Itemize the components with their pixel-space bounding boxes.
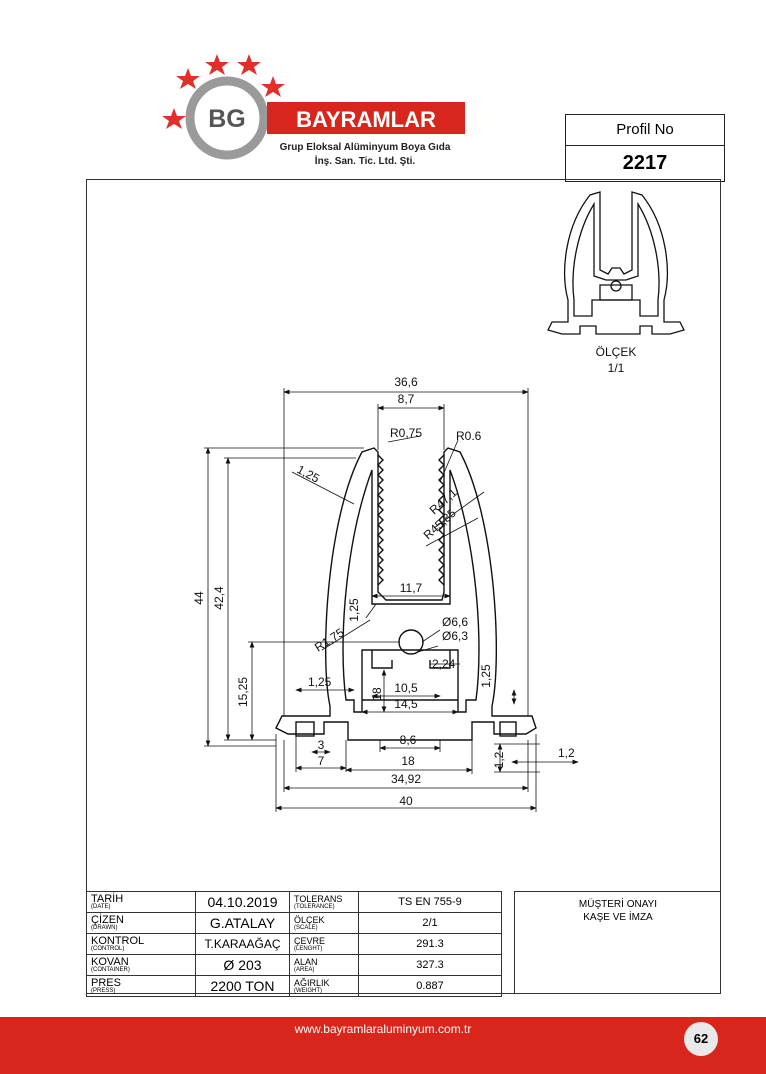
dim-15-25: 15,25 [236,677,250,707]
title-block-row: KONTROL(CONTROL) T.KARAAĞAÇ ÇEVRE(LENGHT… [86,933,502,955]
profile-section [275,447,537,741]
dim-18-horizontal: 18 [401,754,415,768]
dim-1-25-b: 1,25 [347,598,361,622]
row-key-sub: (CONTROL) [91,945,125,952]
row-key-2-sub: (WEIGHT) [294,987,322,994]
dim-1-2-vertical: 1,2 [492,751,506,768]
row-key-2: TOLERANS [294,893,343,904]
profile-number: 2217 [622,152,668,174]
approval-line-1: MÜŞTERİ ONAYI [578,899,658,910]
profile-thumbnail [547,191,685,335]
row-key-2-sub: (TOLERANCE) [294,903,335,910]
star-icon [162,54,285,129]
dimension-labels: 36,6 8,7 R0,75 R0.6 1,25 R47,1 R45,85 44… [192,375,575,808]
row-key-sub: (DATE) [91,903,111,910]
website-link[interactable]: www.bayramlaraluminyum.com.tr [294,1022,472,1036]
dim-r-0-75: R0,75 [390,426,422,440]
dim-phi-6-6: Ø6,6 [442,615,468,629]
row-value: 2200 TON [195,975,290,997]
dim-7: 7 [318,754,325,768]
logo-initials: BG [208,105,246,133]
dim-1-25-c: 1,25 [308,675,332,689]
title-block-row: KOVAN(CONTAINER) Ø 203 ALAN(AREA) 327.3 [86,954,502,976]
dim-14-5: 14,5 [394,697,418,711]
dimension-lines [204,388,579,812]
dim-1-2-horizontal: 1,2 [558,746,575,760]
title-block-row: PRES(PRESS) 2200 TON AĞIRLIK(WEIGHT) 0.8… [86,975,502,997]
dim-3: 3 [318,738,325,752]
company-logo: BG BAYRAMLAR Grup Eloksal Alüminyum Boya… [162,54,465,167]
row-value-2: TS EN 755-9 [358,891,502,913]
dim-44: 44 [192,591,206,605]
brand-name: BAYRAMLAR [296,107,436,132]
dim-8-7: 8,7 [398,392,415,406]
row-value-2: 291.3 [358,933,502,955]
row-value: 04.10.2019 [195,891,290,913]
dim-1-25-a: 1,25 [295,462,322,485]
brand-tagline-1: Grup Eloksal Alüminyum Boya Gıda [280,142,451,153]
dim-r-1-75: R1,75 [312,625,347,654]
scale-note-label: ÖLÇEK [596,345,637,359]
profile-label: Profil No [566,115,724,146]
row-key-2: ALAN [294,956,318,967]
dim-2-24: 2,24 [432,657,456,671]
title-block-row: TARİH(DATE) 04.10.2019 TOLERANS(TOLERANC… [86,891,502,913]
brand-banner [267,102,465,134]
dim-10-5: 10,5 [394,681,418,695]
dim-40: 40 [399,794,413,808]
row-key: PRES [91,976,121,989]
row-key-sub: (PRESS) [91,987,116,994]
row-key-2: ÖLÇEK [294,914,325,925]
dim-r-0-6: R0.6 [456,429,482,443]
row-key-2-sub: (AREA) [294,966,315,973]
dim-42-4: 42,4 [212,586,226,610]
dim-11-7: 11,7 [400,581,423,595]
dim-8-6: 8,6 [400,733,417,747]
row-key-2: ÇEVRE [294,935,326,946]
approval-line-2: KAŞE VE İMZA [583,912,653,923]
page-number: 62 [684,1022,718,1056]
brand-tagline-2: İnş. San. Tic. Ltd. Şti. [315,154,416,167]
row-key-sub: (CONTAINER) [91,966,130,973]
row-key-2-sub: (LENGHT) [294,945,323,952]
row-key-2: AĞIRLIK [294,977,330,988]
dim-18-vertical: 18 [370,687,384,701]
row-value-2: 2/1 [358,912,502,934]
profile-number-box: Profil No 2217 [565,114,725,182]
row-key: KONTROL [91,934,145,947]
row-value-2: 0.887 [358,975,502,997]
dim-36-6: 36,6 [394,375,418,389]
row-key: TARİH [91,892,124,905]
dim-phi-6-3: Ø6,3 [442,629,468,643]
row-value-2: 327.3 [358,954,502,976]
logo-ring [185,76,269,160]
row-value: T.KARAAĞAÇ [195,933,290,955]
footer-bar: www.bayramlaraluminyum.com.tr 62 [0,1017,766,1074]
row-key-sub: (DRAWN) [91,924,118,931]
row-key-2-sub: (SCALE) [294,924,318,931]
customer-approval-box: MÜŞTERİ ONAYI KAŞE VE İMZA [514,891,721,994]
title-block: TARİH(DATE) 04.10.2019 TOLERANS(TOLERANC… [86,891,502,997]
row-key: ÇİZEN [91,913,124,926]
scale-note-value: 1/1 [608,361,625,375]
row-key: KOVAN [91,955,129,968]
row-value: Ø 203 [195,954,290,976]
dim-34-92: 34,92 [391,772,421,786]
dim-1-25-d: 1,25 [479,664,493,688]
title-block-row: ÇİZEN(DRAWN) G.ATALAY ÖLÇEK(SCALE) 2/1 [86,912,502,934]
row-value: G.ATALAY [195,912,290,934]
